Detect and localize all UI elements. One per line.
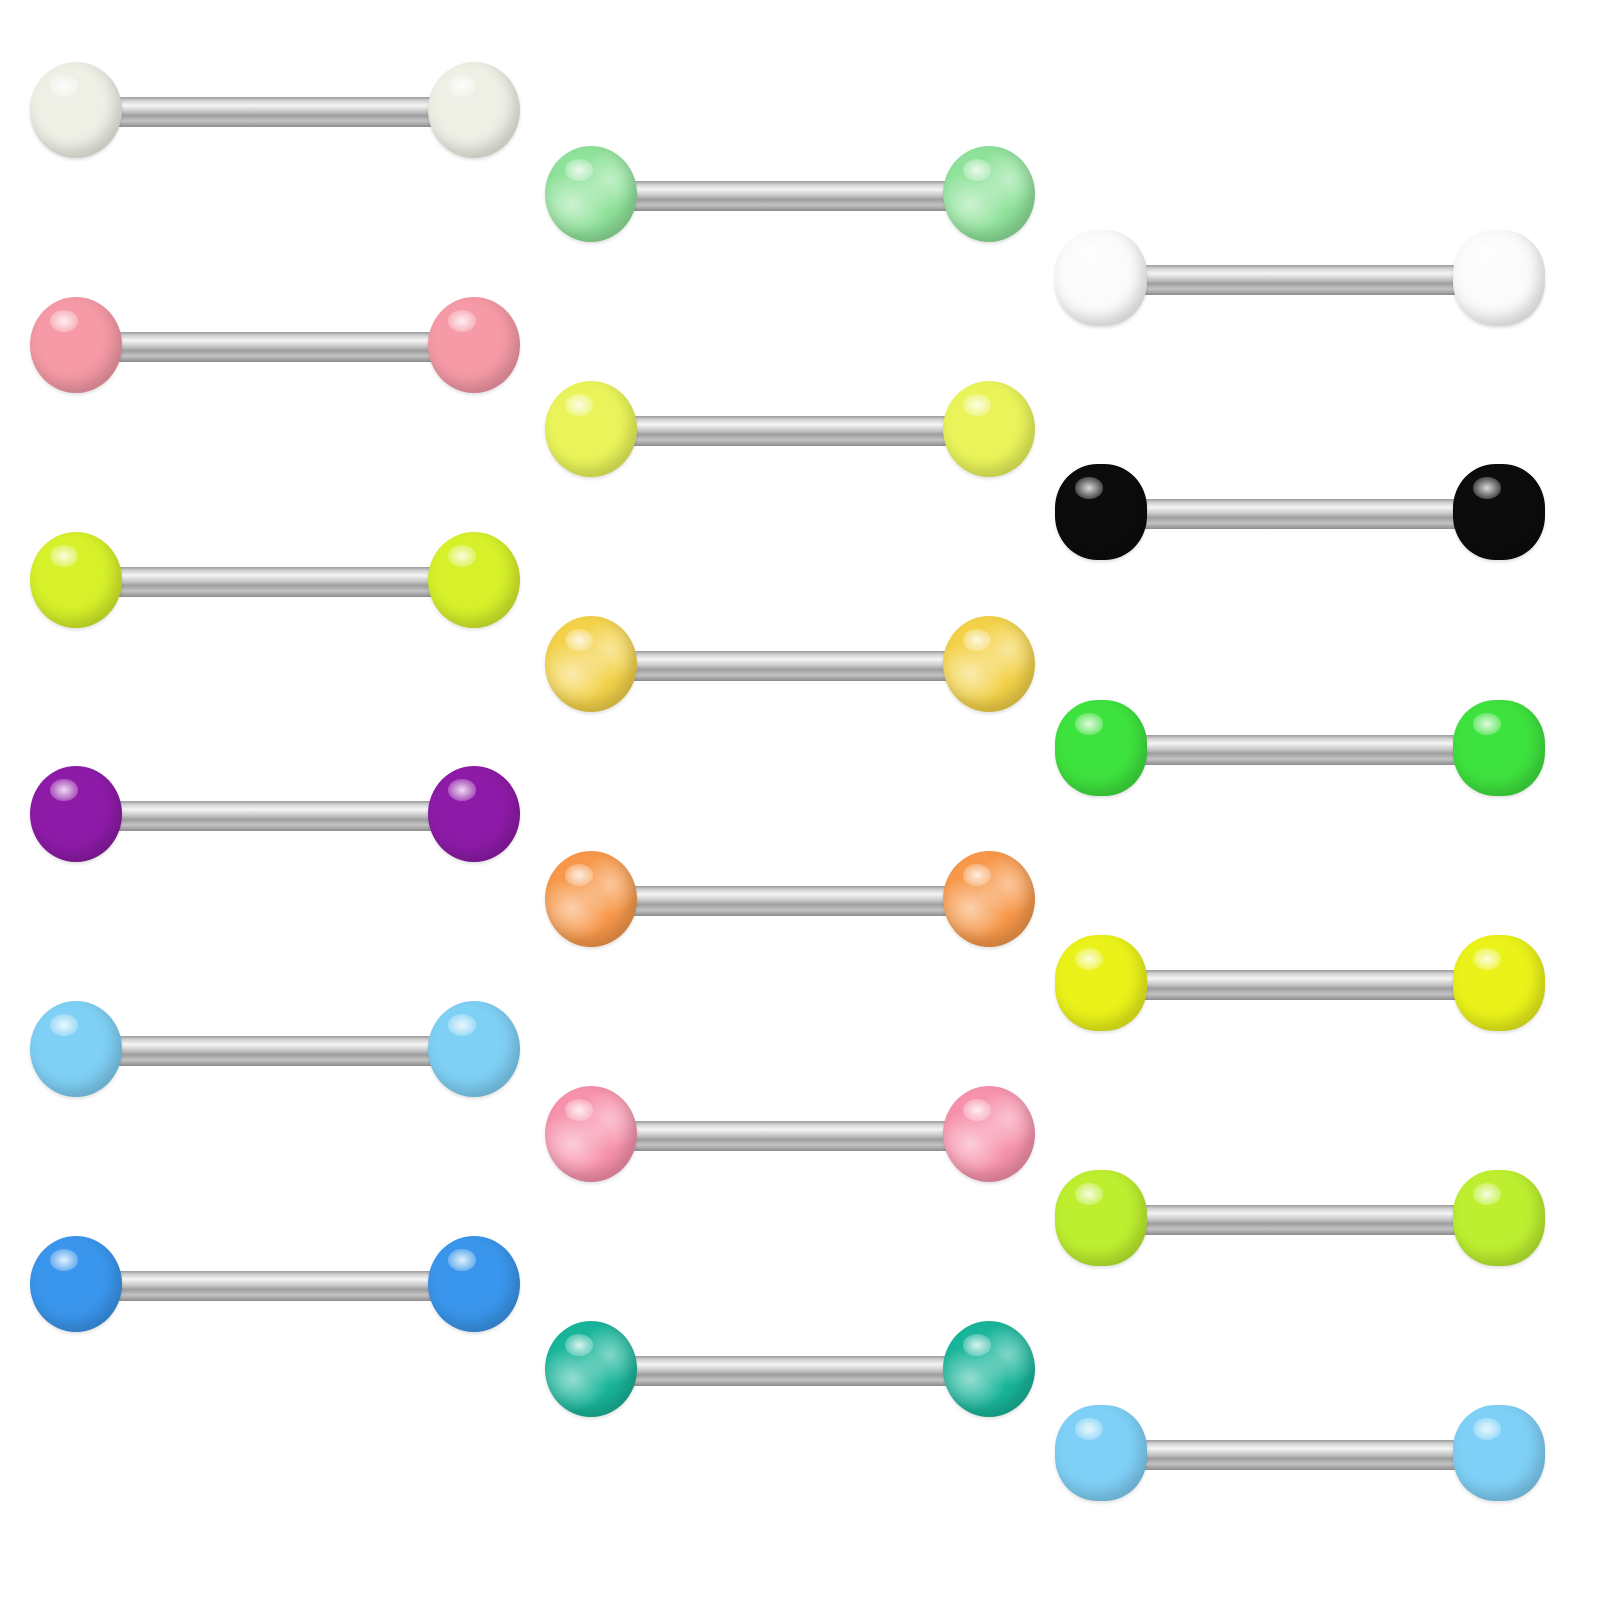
barbell-ball-left (30, 532, 122, 628)
barbell-bar (1140, 970, 1460, 1000)
barbell-bar (1140, 265, 1460, 295)
barbell (30, 1001, 520, 1101)
barbell-bar (115, 567, 435, 597)
barbell-ball-right (428, 1236, 520, 1332)
barbell-ball-right (1453, 230, 1545, 326)
barbell-ball-right (1453, 935, 1545, 1031)
barbell-ball-right (943, 851, 1035, 947)
barbell-bar (630, 1356, 950, 1386)
barbell-ball-left (1055, 1170, 1147, 1266)
barbell-bar (630, 181, 950, 211)
barbell (1055, 464, 1545, 564)
barbell-ball-left (1055, 1405, 1147, 1501)
barbell (30, 1236, 520, 1336)
barbell-ball-right (943, 1086, 1035, 1182)
barbell-ball-right (943, 616, 1035, 712)
barbell (30, 297, 520, 397)
barbell (545, 146, 1035, 246)
barbell-bar (630, 1121, 950, 1151)
barbell-ball-left (1055, 935, 1147, 1031)
barbell-ball-left (545, 146, 637, 242)
barbell-ball-left (545, 851, 637, 947)
barbell-ball-left (30, 1236, 122, 1332)
barbell (1055, 935, 1545, 1035)
barbell-ball-left (545, 1086, 637, 1182)
barbell-ball-right (428, 297, 520, 393)
barbell-ball-left (30, 1001, 122, 1097)
barbell-bar (115, 1036, 435, 1066)
barbell (545, 851, 1035, 951)
barbell (1055, 1170, 1545, 1270)
barbell-ball-right (1453, 1170, 1545, 1266)
barbell-bar (115, 332, 435, 362)
barbell (545, 1321, 1035, 1421)
barbell-ball-left (1055, 464, 1147, 560)
barbell-bar (115, 801, 435, 831)
barbell-ball-right (428, 62, 520, 158)
barbell-ball-left (545, 616, 637, 712)
barbell-ball-right (428, 532, 520, 628)
barbell-bar (630, 651, 950, 681)
barbell (1055, 1405, 1545, 1505)
barbell-ball-left (545, 381, 637, 477)
barbell-ball-right (1453, 464, 1545, 560)
barbell-ball-left (1055, 700, 1147, 796)
barbell-bar (1140, 1440, 1460, 1470)
barbell-ball-left (1055, 230, 1147, 326)
barbell (545, 1086, 1035, 1186)
barbell (30, 766, 520, 866)
barbell-bar (630, 416, 950, 446)
barbell (1055, 230, 1545, 330)
barbell (30, 62, 520, 162)
barbell-bar (1140, 499, 1460, 529)
barbell-bar (630, 886, 950, 916)
barbell-ball-left (30, 297, 122, 393)
barbell-ball-left (30, 62, 122, 158)
barbell-ball-right (428, 1001, 520, 1097)
barbell-ball-left (30, 766, 122, 862)
barbell-ball-right (943, 146, 1035, 242)
barbell (30, 532, 520, 632)
barbell-ball-left (545, 1321, 637, 1417)
barbell (1055, 700, 1545, 800)
barbell-bar (115, 1271, 435, 1301)
barbell-ball-right (1453, 700, 1545, 796)
barbell-ball-right (943, 1321, 1035, 1417)
barbell-ball-right (1453, 1405, 1545, 1501)
barbell (545, 616, 1035, 716)
barbell-bar (1140, 1205, 1460, 1235)
barbell-ball-right (428, 766, 520, 862)
barbell-ball-right (943, 381, 1035, 477)
barbell-bar (1140, 735, 1460, 765)
barbell-bar (115, 97, 435, 127)
barbell (545, 381, 1035, 481)
